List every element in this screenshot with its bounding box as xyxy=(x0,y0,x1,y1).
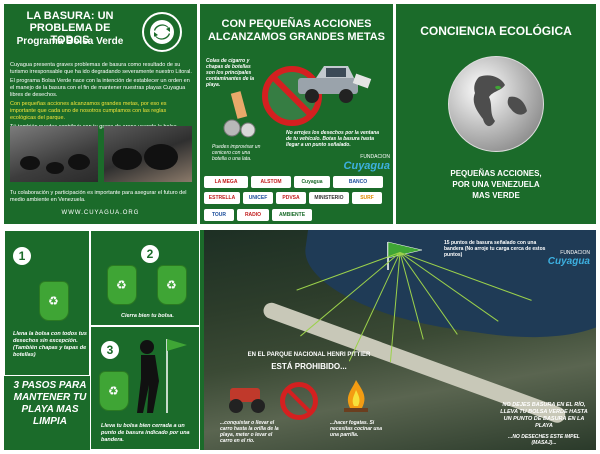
recycle-globe-icon xyxy=(150,20,174,44)
step-1-box: 1 Llena la bolsa con todos tus desechos … xyxy=(4,230,90,376)
bottom-section: 1 Llena la bolsa con todos tus desechos … xyxy=(4,230,596,450)
note-window-trash: No arrojes los desechos por la ventana d… xyxy=(286,130,380,148)
beach-aerial-map: 15 puntos de basura señalado con una ban… xyxy=(204,230,596,450)
green-bag-icon xyxy=(39,281,69,321)
sponsor-logo: RADIO xyxy=(237,208,269,221)
step-number: 2 xyxy=(141,245,159,263)
atv-vehicle-icon xyxy=(229,388,265,413)
trash-beach-photo xyxy=(10,126,98,182)
cigarette-bottlecaps-icon xyxy=(223,91,256,138)
globe-icon xyxy=(448,56,544,152)
footer-line: MAS VERDE xyxy=(472,191,520,200)
points-note: 15 puntos de basura señalado con una ban… xyxy=(444,240,546,258)
note-ashtray: Puedes improvisar un cenicero con una bo… xyxy=(212,144,261,162)
world-map-icon xyxy=(473,75,527,127)
caption-fire: ...hacer fogatas. Si necesitas cocinar u… xyxy=(330,420,382,438)
sponsor-logo: LA MEGA xyxy=(204,176,248,188)
sponsor-logo: ALSTOM xyxy=(251,176,291,188)
panel-acciones: CON PEQUEÑAS ACCIONES ALCANZAMOS GRANDES… xyxy=(200,4,393,224)
sponsor-logo: TOUR xyxy=(204,208,234,221)
step-caption: Cierra bien tu bolsa. xyxy=(121,313,174,319)
prohibited-subheading: ESTÁ PROHIBIDO... xyxy=(271,362,347,371)
sponsor-logo: ESTRELLA xyxy=(204,192,240,205)
prohibited-heading: EN EL PARQUE NACIONAL HENRI PITTIER xyxy=(247,352,371,358)
pickup-truck-icon xyxy=(298,66,372,103)
sponsor-logo: Cuyagua xyxy=(294,176,330,188)
green-bag-tied-icon xyxy=(157,265,187,305)
step-2-box: 2 Cierra bien tu bolsa. xyxy=(90,230,200,326)
paragraph: Cuyagua presenta graves problemas de bas… xyxy=(10,62,192,75)
three-steps-headline: 3 PASOS PARA MANTENER TU PLAYA MAS LIMPI… xyxy=(13,380,87,427)
caption-vehicle: ...conquistar o llevar el carro hasta la… xyxy=(220,420,279,444)
sponsor-logo: AMBIENTE xyxy=(272,208,312,221)
panel3-footer: PEQUEÑAS ACCIONES, POR UNA VENEZUELA MAS… xyxy=(396,168,596,201)
green-bag-icon xyxy=(99,371,129,411)
bolsa-verde-seal-logo xyxy=(142,12,182,52)
panel1-title: LA BASURA: UN PROBLEMA DE TODOS xyxy=(26,10,114,46)
green-bag-icon xyxy=(107,265,137,305)
campfire-icon xyxy=(344,380,368,412)
sponsor-logo: PDVSA xyxy=(276,192,306,205)
river-note: NO DEJES BASURA EN EL RÍO, LLEVA TU BOLS… xyxy=(500,402,588,429)
panel2-title: CON PEQUEÑAS ACCIONES ALCANZAMOS GRANDES… xyxy=(207,18,385,43)
panel1-subtitle: Programa Bolsa Verde xyxy=(16,36,124,47)
sponsor-logos: LA MEGA ALSTOM Cuyagua BANCO ESTRELLA UN… xyxy=(204,176,390,222)
fundacion-cuyagua-logo: FUNDACION Cuyagua xyxy=(343,154,390,172)
sponsor-logo: MINISTERIO xyxy=(309,192,349,205)
sponsor-logo: BANCO xyxy=(333,176,383,188)
panel-basura: LA BASURA: UN PROBLEMA DE TODOS Programa… xyxy=(4,4,197,224)
sponsor-logo: SURF xyxy=(352,192,382,205)
paragraph: Con pequeñas acciones alcanzamos grandes… xyxy=(10,101,167,121)
paragraph: El programa Bolsa Verde nace con la inte… xyxy=(10,78,190,98)
step-number: 1 xyxy=(13,247,31,265)
footer-line: PEQUEÑAS ACCIONES, xyxy=(450,169,542,178)
panel1-footer: Tu colaboración y participación es impor… xyxy=(10,190,187,203)
prohibited-sign-icon xyxy=(280,382,318,420)
step-3-box: 3 Lleva tu bolsa bien cerrada a un punto… xyxy=(90,326,200,450)
fundacion-cuyagua-logo: FUNDACION Cuyagua xyxy=(547,250,590,267)
step-caption: Llena la bolsa con todos tus desechos si… xyxy=(13,331,87,358)
website-link[interactable]: WWW.CUYAGUA.ORG xyxy=(61,210,140,216)
step-number: 3 xyxy=(101,341,119,359)
panel3-title: CONCIENCIA ECOLÓGICA xyxy=(420,24,572,38)
sponsor-logo: UNICEF xyxy=(243,192,273,205)
person-carrying-bag-icon xyxy=(137,339,187,413)
trash-pile-photo xyxy=(104,126,192,182)
river-note-secondary: ...NO DESECHES ESTE IMPEL (MASAJ)... xyxy=(508,434,580,446)
footer-line: POR UNA VENEZUELA xyxy=(452,180,540,189)
note-cigarettes: Colas de cigarro y chapas de botellas so… xyxy=(206,58,255,88)
panel-conciencia: CONCIENCIA ECOLÓGICA PEQUEÑAS ACCIONES, … xyxy=(396,4,596,224)
step-caption: Lleva tu bolsa bien cerrada a un punto d… xyxy=(101,423,190,443)
